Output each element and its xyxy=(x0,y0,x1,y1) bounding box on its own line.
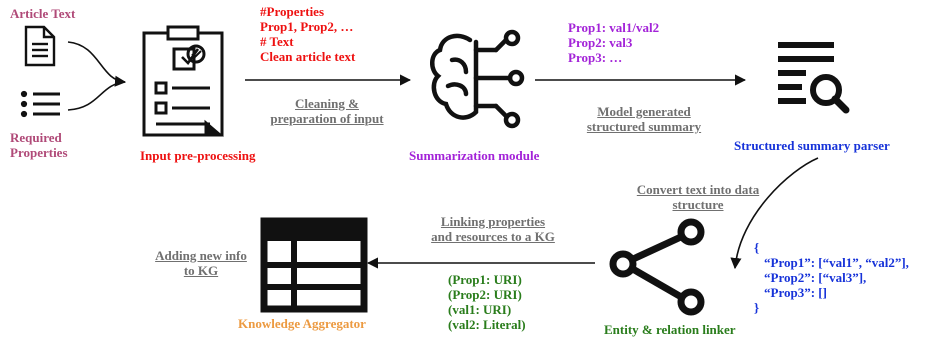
linker-output: (Prop1: URI) (Prop2: URI) (val1: URI) (v… xyxy=(448,272,526,332)
linker-title: Entity & relation linker xyxy=(604,322,736,337)
summarization-output: Prop1: val1/val2 Prop2: val3 Prop3: … xyxy=(568,20,660,65)
adding-info-edge-label: Adding new info to KG xyxy=(155,248,247,278)
model-generated-edge-label: Model generated structured summary xyxy=(586,104,702,134)
convert-edge-label: Convert text into data structure xyxy=(636,182,760,212)
preprocessing-output: #Properties Prop1, Prop2, … # Text Clean… xyxy=(260,4,356,64)
linking-edge-label: Linking properties and resources to a KG xyxy=(431,214,555,244)
article-text-label: Article Text xyxy=(10,6,76,21)
connector-article-to-preprocessing xyxy=(67,41,127,87)
parsed-json-output: { “Prop1”: [“val1”, “val2”], “Prop2”: [“… xyxy=(754,240,909,315)
parser-title: Structured summary parser xyxy=(734,138,890,153)
cleaning-edge-label: Cleaning & preparation of input xyxy=(270,96,384,126)
summarization-title: Summarization module xyxy=(409,148,540,163)
aggregator-title: Knowledge Aggregator xyxy=(238,316,366,331)
arrow-parser-to-linker xyxy=(730,157,819,270)
preprocessing-title: Input pre-processing xyxy=(140,148,256,163)
connector-properties-to-preprocessing xyxy=(67,81,126,111)
required-properties-label: Required Properties xyxy=(10,130,68,160)
